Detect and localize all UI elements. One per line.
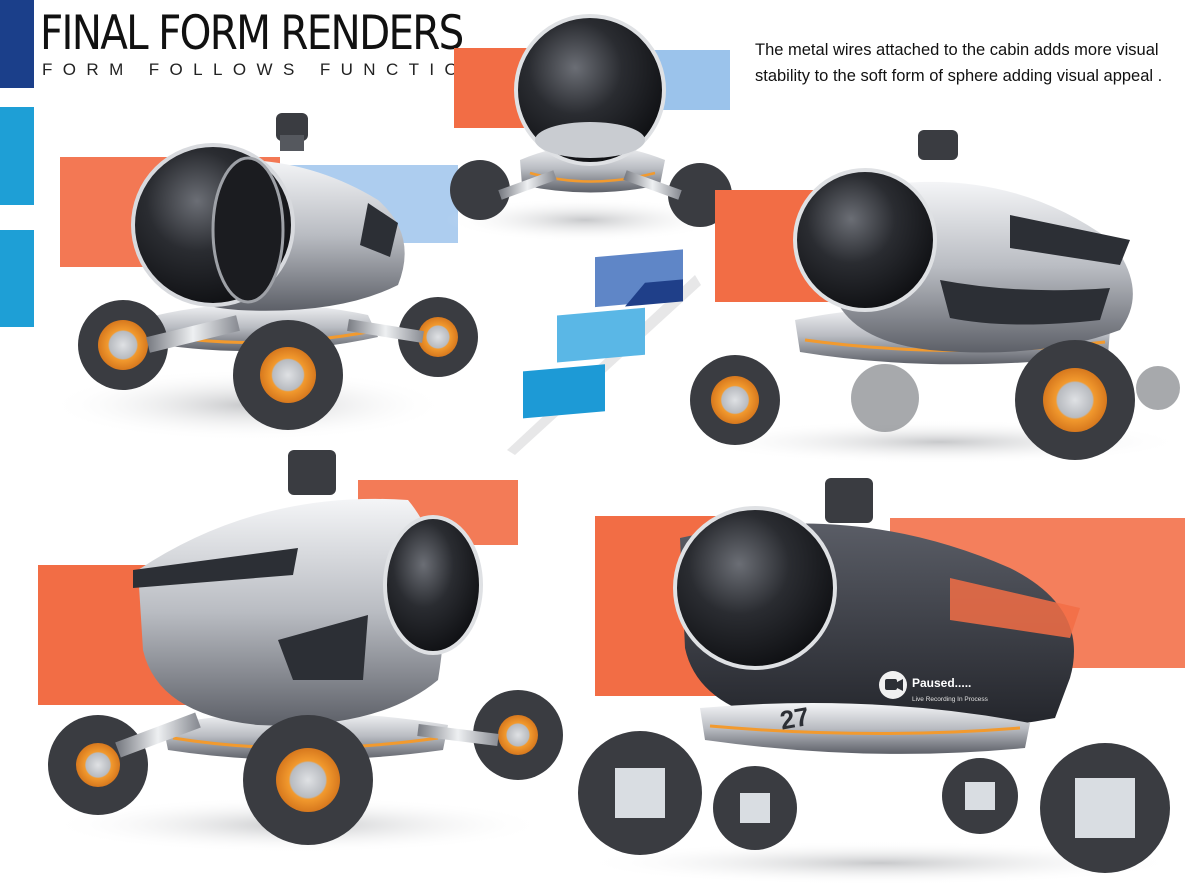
page-title: FINAL FORM RENDERS: [40, 6, 464, 61]
vehicle-number: 27: [778, 701, 812, 736]
cyan-accent-bar-1: [0, 107, 34, 205]
render-bottom-right: Paused..... Live Recording In Process 27: [570, 478, 1190, 888]
swatch-cyan-light: [557, 307, 645, 363]
swatch-navy-dark: [625, 279, 683, 307]
recording-status: Paused.....: [912, 676, 971, 690]
swatch-cyan-dark: [523, 364, 605, 419]
cyan-accent-bar-2: [0, 230, 34, 327]
render-top-right: [680, 130, 1185, 470]
render-top-left: [38, 105, 478, 445]
recording-substatus: Live Recording In Process: [912, 696, 989, 703]
render-bottom-left: [38, 440, 563, 860]
page-subtitle: FORM FOLLOWS FUNCTION: [42, 60, 491, 79]
navy-accent-bar: [0, 0, 34, 88]
description-text: The metal wires attached to the cabin ad…: [755, 41, 1163, 85]
wheel-icon: [78, 300, 168, 390]
camera-icon: [879, 671, 907, 699]
color-swatches: [505, 249, 705, 455]
render-top-center: [440, 0, 732, 245]
